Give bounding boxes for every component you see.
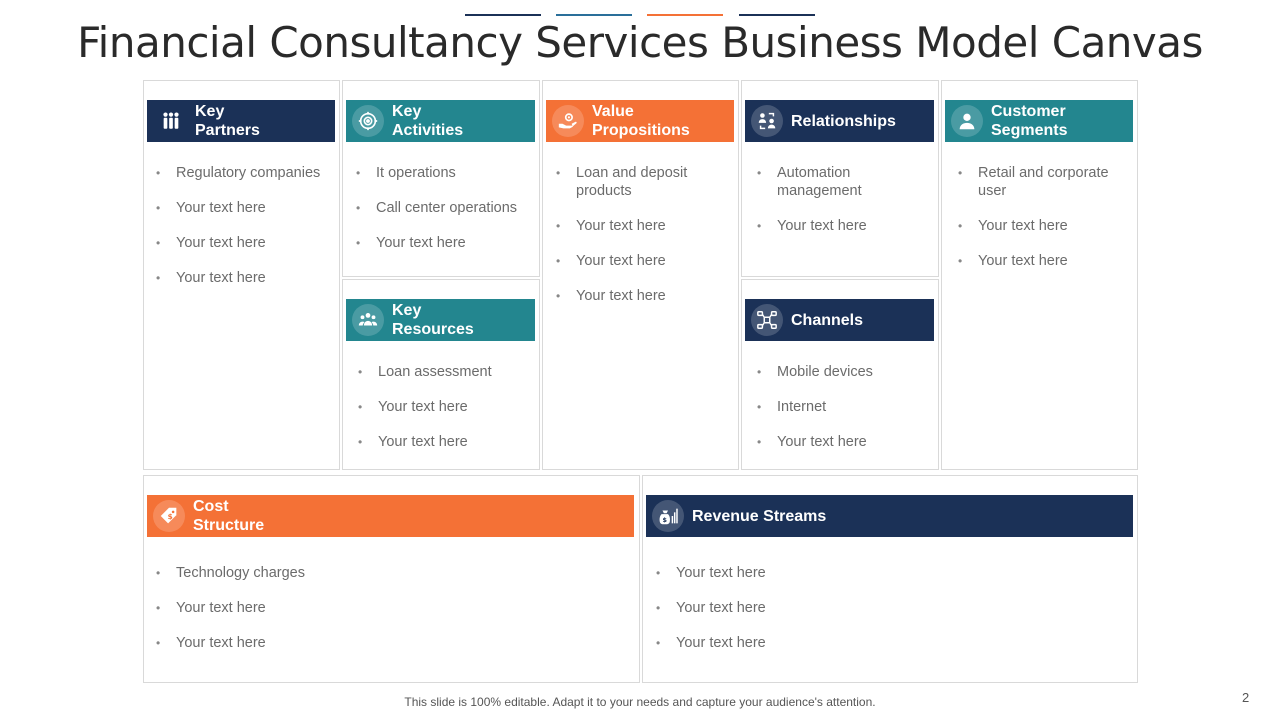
list-item: Your text here [757, 433, 932, 451]
accent-bar-1 [465, 14, 541, 16]
relationships-label: Relationships [791, 112, 896, 130]
channels-header: Channels [745, 299, 934, 341]
key-partners-label: Key Partners [195, 103, 260, 139]
svg-text:$: $ [663, 516, 668, 524]
list-item: Your text here [156, 634, 626, 652]
list-item: Your text here [156, 199, 331, 217]
list-item: Your text here [358, 398, 533, 416]
target-icon [352, 105, 384, 137]
page-title: Financial Consultancy Services Business … [77, 18, 1203, 67]
revenue-streams-header: $ Revenue Streams [646, 495, 1133, 537]
list-item: Your text here [656, 564, 1126, 582]
price-tag-icon: $ [153, 500, 185, 532]
accent-bar-2 [556, 14, 632, 16]
key-activities-label: Key Activities [392, 103, 464, 139]
customer-segments-header: Customer Segments [945, 100, 1133, 142]
key-resources-list: Loan assessment Your text here Your text… [358, 363, 533, 468]
list-item: Automation management [757, 164, 932, 200]
relationships-header: Relationships [745, 100, 934, 142]
user-icon [951, 105, 983, 137]
key-activities-list: It operations Call center operations You… [356, 164, 531, 269]
revenue-streams-label: Revenue Streams [692, 507, 827, 525]
network-icon [751, 304, 783, 336]
key-resources-label: Key Resources [392, 302, 474, 338]
list-item: Your text here [156, 269, 331, 287]
value-propositions-label: Value Propositions [592, 103, 690, 139]
list-item: Your text here [757, 217, 932, 235]
value-propositions-header: Value Propositions [546, 100, 734, 142]
list-item: Loan and deposit products [556, 164, 731, 200]
svg-text:$: $ [168, 512, 173, 521]
customer-segments-box [941, 80, 1138, 470]
accent-bar-3 [647, 14, 723, 16]
partners-icon [155, 105, 187, 137]
key-activities-header: Key Activities [346, 100, 535, 142]
relationships-list: Automation management Your text here [757, 164, 932, 252]
cost-structure-list: Technology charges Your text here Your t… [156, 564, 626, 669]
list-item: Your text here [156, 599, 626, 617]
money-bag-chart-icon: $ [652, 500, 684, 532]
value-propositions-box [542, 80, 739, 470]
revenue-streams-list: Your text here Your text here Your text … [656, 564, 1126, 669]
list-item: Your text here [958, 217, 1133, 235]
customer-segments-label: Customer Segments [991, 103, 1068, 139]
relationship-icon [751, 105, 783, 137]
customer-segments-list: Retail and corporate user Your text here… [958, 164, 1133, 287]
value-propositions-list: Loan and deposit products Your text here… [556, 164, 731, 322]
page-number: 2 [1242, 690, 1250, 705]
list-item: Technology charges [156, 564, 626, 582]
list-item: Your text here [958, 252, 1133, 270]
list-item: Regulatory companies [156, 164, 331, 182]
list-item: Your text here [556, 287, 731, 305]
list-item: Call center operations [356, 199, 531, 217]
key-partners-header: Key Partners [147, 100, 335, 142]
list-item: Loan assessment [358, 363, 533, 381]
list-item: Your text here [356, 234, 531, 252]
team-icon [352, 304, 384, 336]
hand-gear-icon [552, 105, 584, 137]
list-item: It operations [356, 164, 531, 182]
list-item: Your text here [358, 433, 533, 451]
key-partners-list: Regulatory companies Your text here Your… [156, 164, 331, 304]
cost-structure-header: $ Cost Structure [147, 495, 634, 537]
channels-label: Channels [791, 311, 864, 329]
footer-note: This slide is 100% editable. Adapt it to… [404, 695, 876, 709]
cost-structure-label: Cost Structure [193, 498, 265, 534]
accent-bar-4 [739, 14, 815, 16]
list-item: Your text here [556, 217, 731, 235]
list-item: Internet [757, 398, 932, 416]
list-item: Retail and corporate user [958, 164, 1133, 200]
list-item: Your text here [156, 234, 331, 252]
key-resources-header: Key Resources [346, 299, 535, 341]
list-item: Mobile devices [757, 363, 932, 381]
list-item: Your text here [656, 634, 1126, 652]
list-item: Your text here [556, 252, 731, 270]
channels-list: Mobile devices Internet Your text here [757, 363, 932, 468]
list-item: Your text here [656, 599, 1126, 617]
